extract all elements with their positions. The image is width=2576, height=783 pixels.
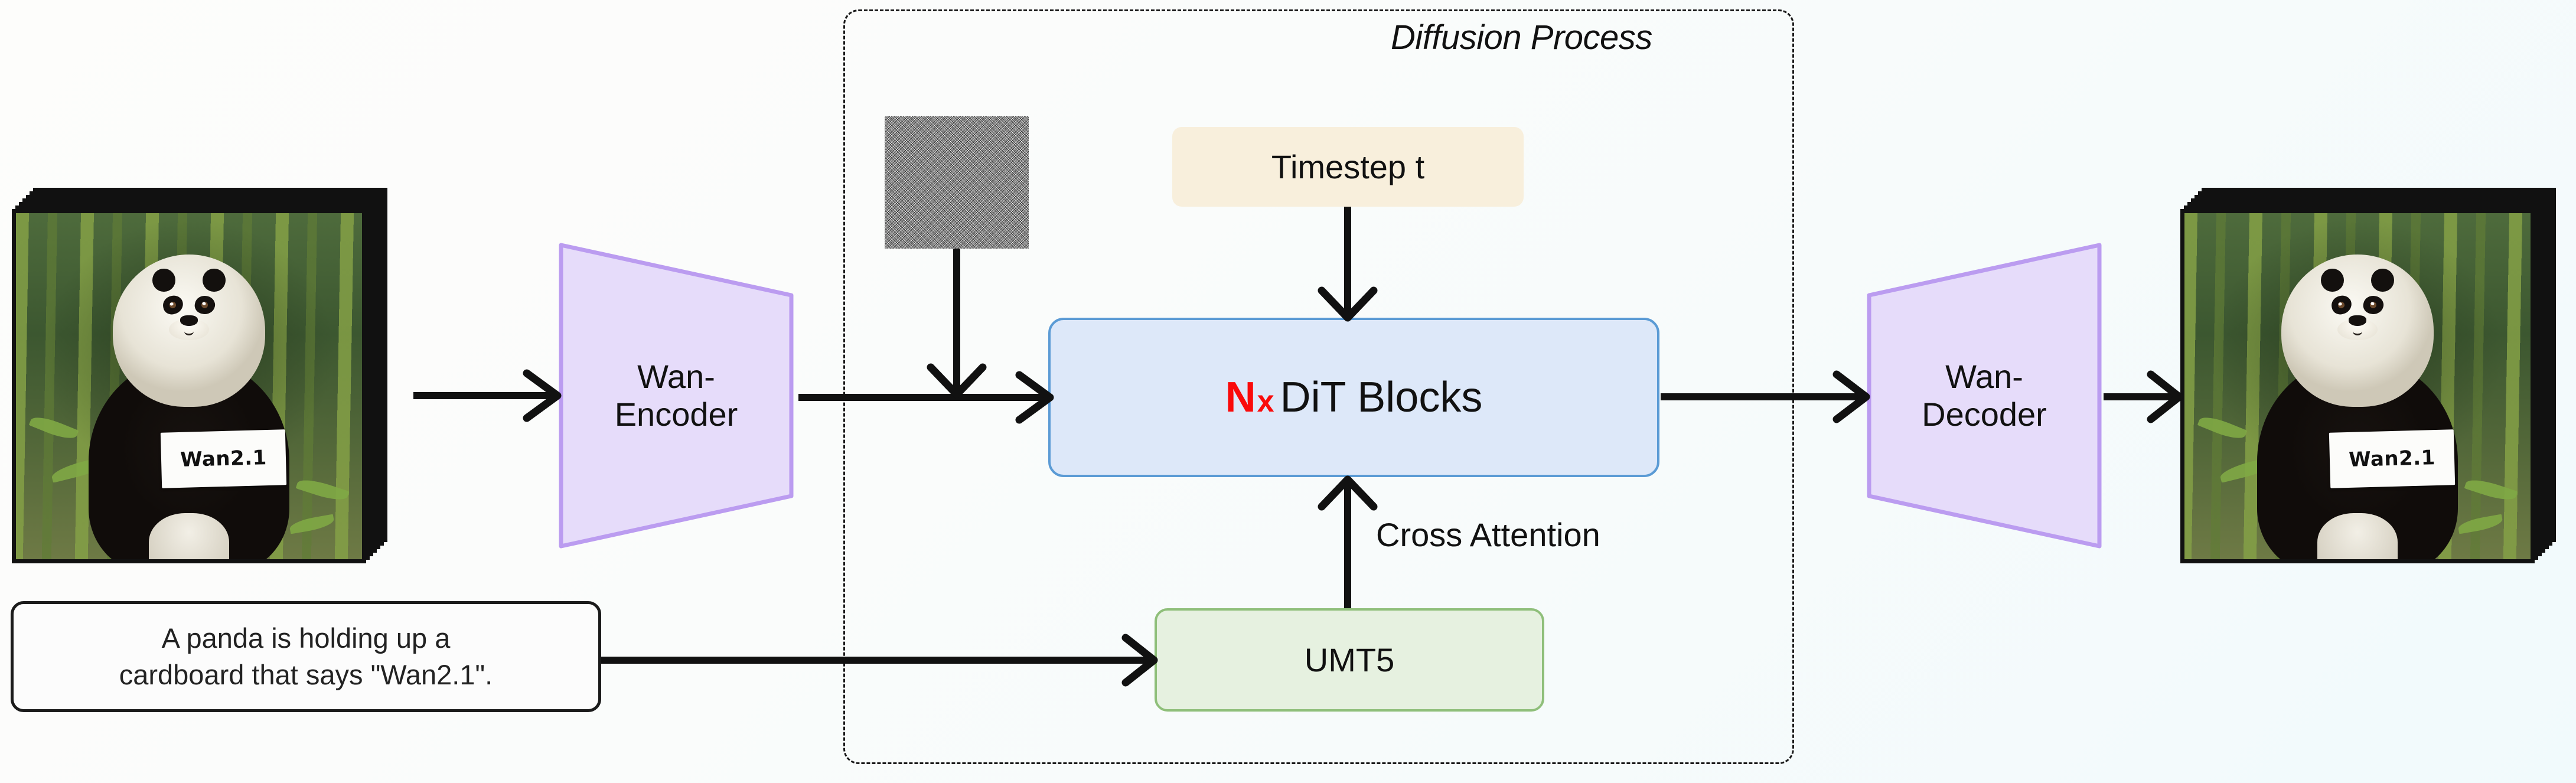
dit-repeat-count: N [1225,374,1256,421]
panda-frame-image-output: Wan2.1 [2184,213,2531,559]
prompt-line-2: cardboard that says "Wan2.1". [119,659,493,690]
panda-sign-text-output: Wan2.1 [2348,446,2436,472]
panda-frame-image: Wan2.1 [16,213,362,559]
arrowhead-frames-to-encoder [523,369,562,422]
input-video-frames: Wan2.1 [12,188,402,578]
wan-encoder-block[interactable]: Wan- Encoder [558,242,794,549]
wan-decoder-block[interactable]: Wan- Decoder [1866,242,2102,549]
prompt-line-1: A panda is holding up a [161,622,451,654]
prompt-text-box[interactable]: A panda is holding up a cardboard that s… [11,601,601,712]
timestep-block[interactable]: Timestep t [1172,127,1524,207]
diffusion-process-label: Diffusion Process [1391,18,1652,57]
dit-multiply-sign: x [1257,384,1274,419]
arrowhead-dit-to-decoder [1832,370,1870,423]
timestep-label: Timestep t [1271,148,1425,185]
arrowhead-decoder-to-frames [2147,370,2183,423]
umt5-text-encoder-block[interactable]: UMT5 [1155,608,1544,712]
cross-attention-label: Cross Attention [1376,516,1600,553]
output-video-frames: Wan2.1 [2180,188,2570,578]
gaussian-noise-patch-icon [885,116,1029,249]
umt5-label: UMT5 [1304,641,1395,678]
dit-blocks-text: DiT Blocks [1280,374,1483,421]
panda-sign: Wan2.1 [160,429,287,488]
panda-sign-output: Wan2.1 [2329,429,2456,488]
panda-sign-text: Wan2.1 [180,446,268,472]
diffusion-process-container [843,9,1794,764]
